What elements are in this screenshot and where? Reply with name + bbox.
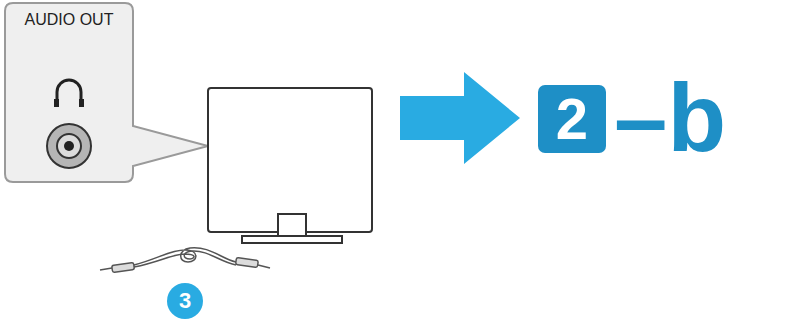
node-text: AUDIO OUT (25, 12, 114, 28)
node-text: 3 (179, 290, 191, 312)
audio-cable (100, 248, 270, 273)
callout-bubble (5, 3, 208, 182)
callout-number: 3 (167, 283, 203, 319)
node-text: 2 (556, 90, 588, 148)
callout-box: AUDIO OUT (5, 3, 133, 43)
tv-illustration (208, 88, 372, 243)
step-suffix: –b (614, 70, 726, 166)
headphone-icon (54, 80, 84, 107)
step-badge: 2 (538, 85, 606, 153)
audio-jack (47, 124, 91, 168)
direction-arrow (400, 72, 520, 164)
